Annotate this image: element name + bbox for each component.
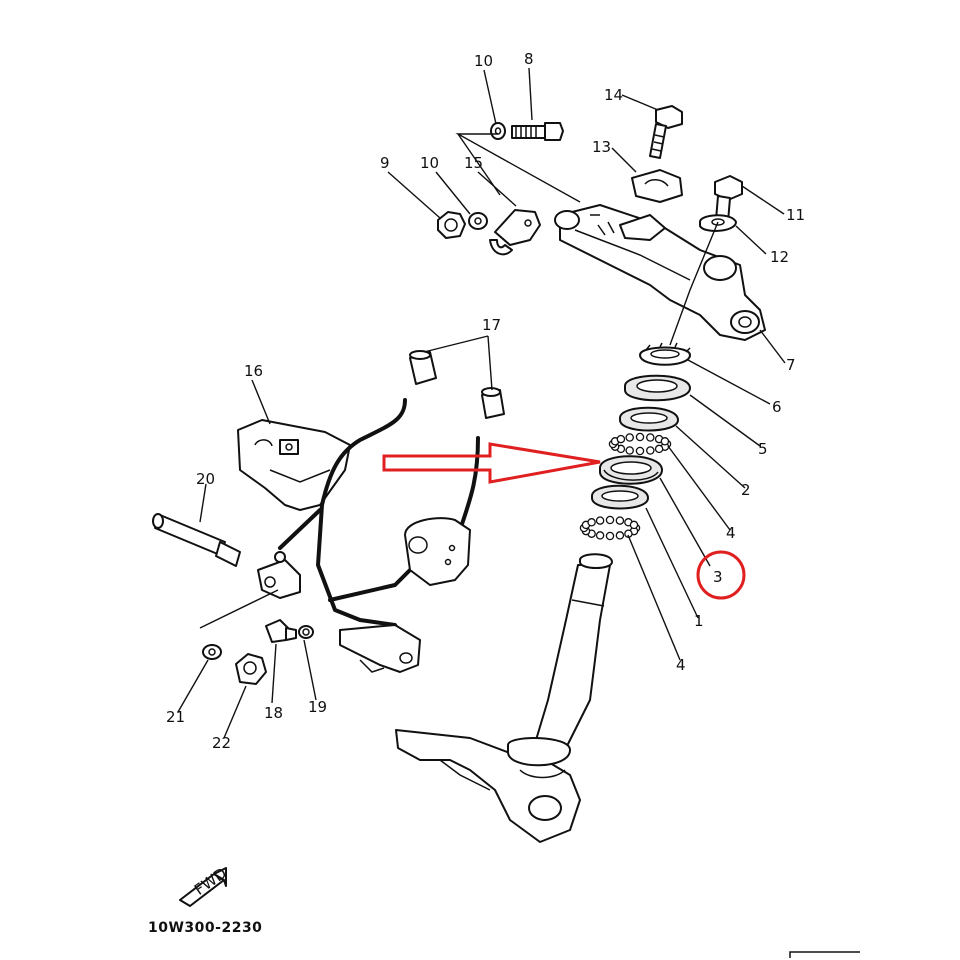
nut-9 <box>437 211 466 239</box>
washer-21 <box>202 644 222 660</box>
lower-clamp <box>339 624 421 673</box>
callout-10-mid: 10 <box>420 154 439 172</box>
bearing-ball <box>629 520 639 530</box>
bearing-ball <box>646 433 655 442</box>
callout-9: 9 <box>380 154 390 172</box>
bracket-right <box>404 517 471 586</box>
bearing-ball <box>616 434 626 444</box>
ring-nut-6 <box>639 342 691 366</box>
fwd-badge: FWD <box>179 864 230 907</box>
stack-leader-lines <box>627 359 771 661</box>
callout-8: 8 <box>524 50 534 68</box>
callout-7: 7 <box>786 356 796 374</box>
callout-6: 6 <box>772 398 782 416</box>
bearing-ball <box>605 515 615 525</box>
callout-16: 16 <box>244 362 263 380</box>
callout-17: 17 <box>482 316 501 334</box>
bolt-8 <box>511 122 564 141</box>
bearing-ball <box>595 516 605 525</box>
bearing-ball <box>615 516 625 525</box>
bearing-ball <box>595 531 605 540</box>
drawing-code: 10W300-2230 <box>148 920 262 936</box>
callout-12: 12 <box>770 248 789 266</box>
collar-17-left <box>409 350 437 385</box>
ball-bearing-4-upper <box>608 432 672 456</box>
bracket-16 <box>237 419 351 511</box>
bearing-ball <box>635 432 645 442</box>
callout-21: 21 <box>166 708 185 726</box>
callout-2: 2 <box>741 481 751 499</box>
callout-11: 11 <box>786 206 805 224</box>
bearing-ball <box>605 531 615 541</box>
bolt-14 <box>649 105 683 159</box>
race-1 <box>591 484 649 510</box>
washer-10-mid <box>468 212 488 230</box>
callout-10-top: 10 <box>474 52 493 70</box>
highlight-circle <box>696 550 746 600</box>
clamp-13 <box>631 169 683 203</box>
race-3 <box>599 455 663 485</box>
callout-20: 20 <box>196 470 215 488</box>
handle-frame <box>278 398 480 652</box>
bearing-ball <box>615 531 625 540</box>
washer-10-top <box>490 122 506 140</box>
upper-leader-lines <box>387 67 786 364</box>
callout-1: 1 <box>694 612 704 630</box>
bolt-18 <box>265 619 297 643</box>
callout-4-upper: 4 <box>726 524 736 542</box>
highlight-arrow <box>382 442 601 484</box>
callout-19: 19 <box>308 698 327 716</box>
ball-bearing-4-lower <box>579 515 641 541</box>
callout-5: 5 <box>758 440 768 458</box>
bearing-ball <box>587 518 596 527</box>
pivot-bracket <box>257 551 301 599</box>
collar-17-right <box>481 387 505 419</box>
clamp-15 <box>489 209 541 256</box>
clip-19 <box>298 625 314 639</box>
callout-labels: 10 8 14 13 9 10 15 11 12 7 6 5 2 4 3 1 4… <box>166 50 805 752</box>
washer-5 <box>624 374 691 402</box>
callout-13: 13 <box>592 138 611 156</box>
pin-20 <box>152 513 241 567</box>
race-2 <box>619 406 679 432</box>
steering-stem <box>395 553 613 843</box>
callout-18: 18 <box>264 704 283 722</box>
callout-15: 15 <box>464 154 483 172</box>
bearing-ball <box>635 446 645 456</box>
bearing-ball <box>646 446 655 455</box>
callout-22: 22 <box>212 734 231 752</box>
bearing-ball <box>625 433 634 442</box>
bearing-ball <box>625 446 634 455</box>
callout-3: 3 <box>713 568 723 586</box>
callout-4-lower: 4 <box>676 656 686 674</box>
bearing-ball <box>660 437 670 446</box>
left-leader-lines <box>177 335 493 739</box>
nut-22 <box>235 653 267 685</box>
upper-bracket <box>554 204 766 341</box>
corner-mark <box>789 951 860 958</box>
bearing-ball <box>654 444 664 454</box>
callout-14: 14 <box>604 86 623 104</box>
